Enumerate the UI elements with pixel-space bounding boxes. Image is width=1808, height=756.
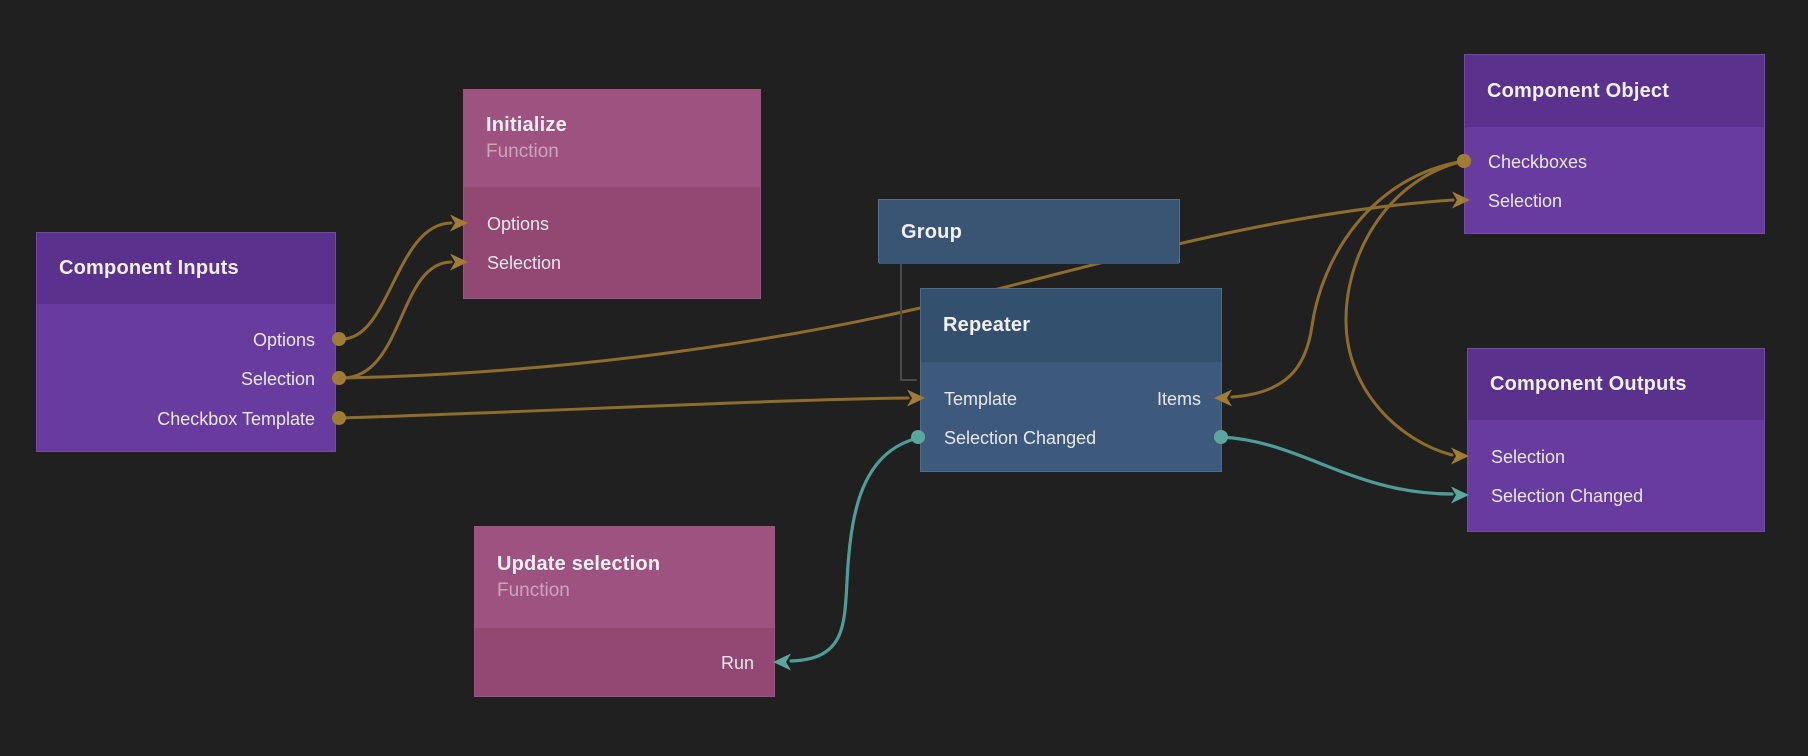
node-title: Component Object xyxy=(1487,79,1670,102)
node-group[interactable]: Group xyxy=(878,199,1180,264)
node-header[interactable]: Component Object xyxy=(1465,55,1764,127)
node-title: Repeater xyxy=(943,314,1031,336)
port-checkbox-template[interactable]: Checkbox Template xyxy=(157,409,315,429)
port-options[interactable]: Options xyxy=(252,330,315,350)
port-checkboxes[interactable]: Checkboxes xyxy=(1488,152,1588,172)
wire-group-to-repeater-child-link[interactable] xyxy=(900,262,917,381)
node-title: Component Inputs xyxy=(59,257,239,279)
wire-inputs-selection-to-object-selection[interactable] xyxy=(340,198,1455,380)
wire-inputs-selection-to-initialize-selection[interactable] xyxy=(340,260,453,380)
node-header[interactable]: Group xyxy=(879,200,1179,264)
node-title: Group xyxy=(901,220,962,243)
port-selection[interactable]: Selection xyxy=(1491,447,1566,467)
port-selection[interactable]: Selection xyxy=(240,369,315,389)
port-selection-changed[interactable]: Selection Changed xyxy=(1491,486,1644,506)
port-template[interactable]: Template xyxy=(944,389,1018,409)
port-selection[interactable]: Selection xyxy=(1488,191,1563,211)
node-subtitle: Function xyxy=(497,580,570,601)
wire-object-checkboxes-to-repeater-items[interactable] xyxy=(1230,159,1466,399)
node-header[interactable]: Component Outputs xyxy=(1468,349,1764,420)
node-header[interactable]: Component Inputs xyxy=(37,233,335,304)
node-title: Component Outputs xyxy=(1490,373,1687,395)
wire-object-checkboxes-to-outputs-selection[interactable] xyxy=(1344,159,1466,457)
wire-repeater-selection-changed-to-outputs-selection-changed[interactable] xyxy=(1219,435,1454,496)
wire-repeater-selection-changed-to-update-selection-run[interactable] xyxy=(789,436,920,663)
wire-inputs-options-to-initialize-options[interactable] xyxy=(340,221,453,341)
wire-inputs-checkbox-template-to-repeater-template[interactable] xyxy=(340,396,910,420)
port-selection-changed[interactable]: Selection Changed xyxy=(944,428,1097,448)
port-options[interactable]: Options xyxy=(487,214,550,234)
port-items[interactable]: Items xyxy=(1156,389,1201,409)
node-header[interactable]: Repeater xyxy=(921,289,1221,362)
node-title: Initialize xyxy=(486,114,567,136)
port-selection[interactable]: Selection xyxy=(487,253,562,273)
node-title: Update selection xyxy=(497,553,661,575)
node-subtitle: Function xyxy=(486,141,559,162)
port-run[interactable]: Run xyxy=(720,653,754,673)
